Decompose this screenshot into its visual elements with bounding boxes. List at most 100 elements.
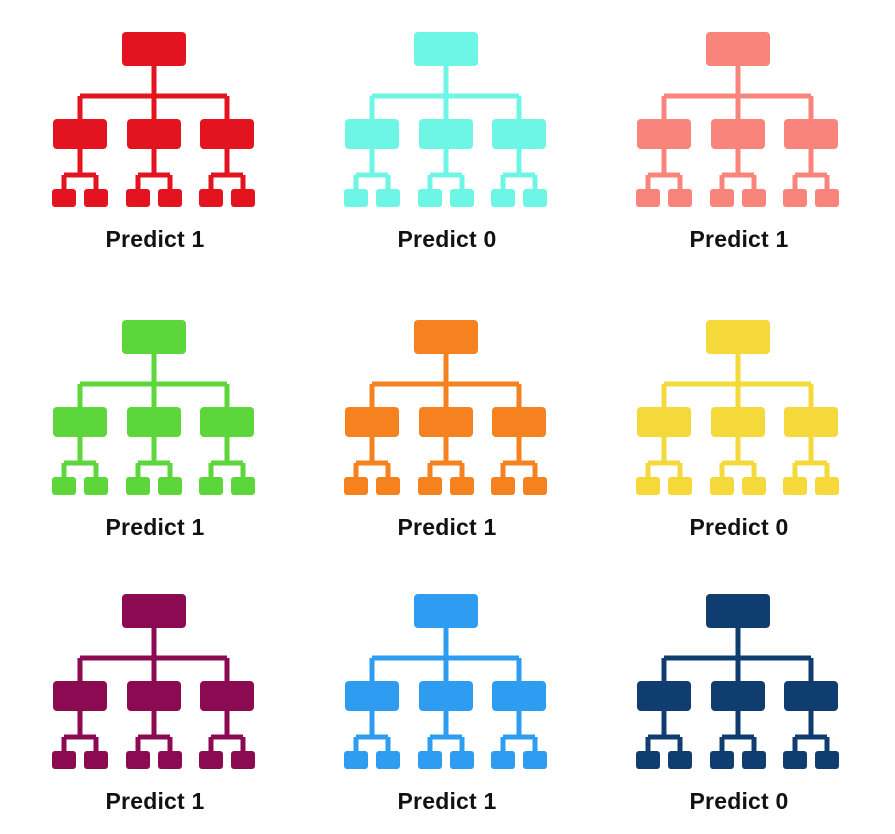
internal-node bbox=[711, 407, 765, 437]
leaf-node bbox=[783, 189, 807, 207]
leaf-node bbox=[742, 477, 766, 495]
decision-tree-9: Predict 0 bbox=[634, 592, 894, 834]
leaf-node bbox=[523, 751, 547, 769]
decision-tree-4: Predict 1 bbox=[50, 318, 310, 588]
prediction-label: Predict 1 bbox=[105, 514, 205, 540]
internal-node bbox=[200, 681, 254, 711]
prediction-label: Predict 1 bbox=[689, 226, 789, 252]
root-node bbox=[122, 32, 186, 66]
root-node bbox=[414, 594, 478, 628]
internal-node bbox=[200, 407, 254, 437]
leaf-node bbox=[523, 477, 547, 495]
leaf-node bbox=[84, 751, 108, 769]
leaf-node bbox=[742, 189, 766, 207]
internal-node bbox=[200, 119, 254, 149]
leaf-node bbox=[450, 189, 474, 207]
leaf-node bbox=[636, 477, 660, 495]
decision-tree-6: Predict 0 bbox=[634, 318, 894, 588]
leaf-node bbox=[710, 477, 734, 495]
tree-icon bbox=[636, 320, 839, 495]
tree-icon bbox=[636, 594, 839, 769]
prediction-label: Predict 0 bbox=[397, 226, 497, 252]
internal-node bbox=[637, 119, 691, 149]
internal-node bbox=[637, 681, 691, 711]
leaf-node bbox=[126, 477, 150, 495]
leaf-node bbox=[491, 477, 515, 495]
leaf-node bbox=[376, 189, 400, 207]
prediction-label: Predict 1 bbox=[397, 514, 497, 540]
tree-icon bbox=[52, 320, 255, 495]
internal-node bbox=[53, 681, 107, 711]
leaf-node bbox=[344, 751, 368, 769]
internal-node bbox=[419, 681, 473, 711]
leaf-node bbox=[158, 477, 182, 495]
internal-node bbox=[784, 119, 838, 149]
root-node bbox=[706, 594, 770, 628]
internal-node bbox=[419, 407, 473, 437]
decision-tree-3: Predict 1 bbox=[634, 30, 894, 300]
decision-tree-8: Predict 1 bbox=[342, 592, 602, 834]
root-node bbox=[122, 320, 186, 354]
internal-node bbox=[53, 407, 107, 437]
root-node bbox=[122, 594, 186, 628]
decision-tree-2: Predict 0 bbox=[342, 30, 602, 300]
leaf-node bbox=[783, 477, 807, 495]
root-node bbox=[414, 32, 478, 66]
tree-icon bbox=[636, 32, 839, 207]
internal-node bbox=[492, 119, 546, 149]
leaf-node bbox=[523, 189, 547, 207]
leaf-node bbox=[491, 751, 515, 769]
leaf-node bbox=[52, 751, 76, 769]
prediction-label: Predict 1 bbox=[397, 788, 497, 814]
tree-icon bbox=[52, 594, 255, 769]
leaf-node bbox=[450, 751, 474, 769]
root-node bbox=[706, 320, 770, 354]
leaf-node bbox=[199, 751, 223, 769]
leaf-node bbox=[126, 189, 150, 207]
leaf-node bbox=[710, 189, 734, 207]
internal-node bbox=[345, 407, 399, 437]
leaf-node bbox=[231, 751, 255, 769]
internal-node bbox=[127, 681, 181, 711]
leaf-node bbox=[450, 477, 474, 495]
decision-tree-5: Predict 1 bbox=[342, 318, 602, 588]
internal-node bbox=[127, 119, 181, 149]
leaf-node bbox=[376, 477, 400, 495]
leaf-node bbox=[783, 751, 807, 769]
leaf-node bbox=[815, 751, 839, 769]
leaf-node bbox=[231, 477, 255, 495]
tree-icon bbox=[344, 594, 547, 769]
leaf-node bbox=[344, 477, 368, 495]
internal-node bbox=[492, 407, 546, 437]
leaf-node bbox=[52, 477, 76, 495]
tree-icon bbox=[344, 320, 547, 495]
leaf-node bbox=[158, 189, 182, 207]
prediction-label: Predict 0 bbox=[689, 514, 789, 540]
leaf-node bbox=[636, 189, 660, 207]
tree-icon bbox=[344, 32, 547, 207]
prediction-label: Predict 1 bbox=[105, 788, 205, 814]
root-node bbox=[706, 32, 770, 66]
tree-icon bbox=[52, 32, 255, 207]
leaf-node bbox=[710, 751, 734, 769]
internal-node bbox=[53, 119, 107, 149]
decision-tree-7: Predict 1 bbox=[50, 592, 310, 834]
internal-node bbox=[345, 681, 399, 711]
internal-node bbox=[784, 681, 838, 711]
internal-node bbox=[711, 681, 765, 711]
leaf-node bbox=[376, 751, 400, 769]
leaf-node bbox=[668, 477, 692, 495]
leaf-node bbox=[815, 189, 839, 207]
internal-node bbox=[345, 119, 399, 149]
leaf-node bbox=[815, 477, 839, 495]
leaf-node bbox=[231, 189, 255, 207]
internal-node bbox=[127, 407, 181, 437]
prediction-label: Predict 0 bbox=[689, 788, 789, 814]
leaf-node bbox=[52, 189, 76, 207]
leaf-node bbox=[344, 189, 368, 207]
leaf-node bbox=[418, 477, 442, 495]
leaf-node bbox=[84, 189, 108, 207]
internal-node bbox=[419, 119, 473, 149]
internal-node bbox=[784, 407, 838, 437]
